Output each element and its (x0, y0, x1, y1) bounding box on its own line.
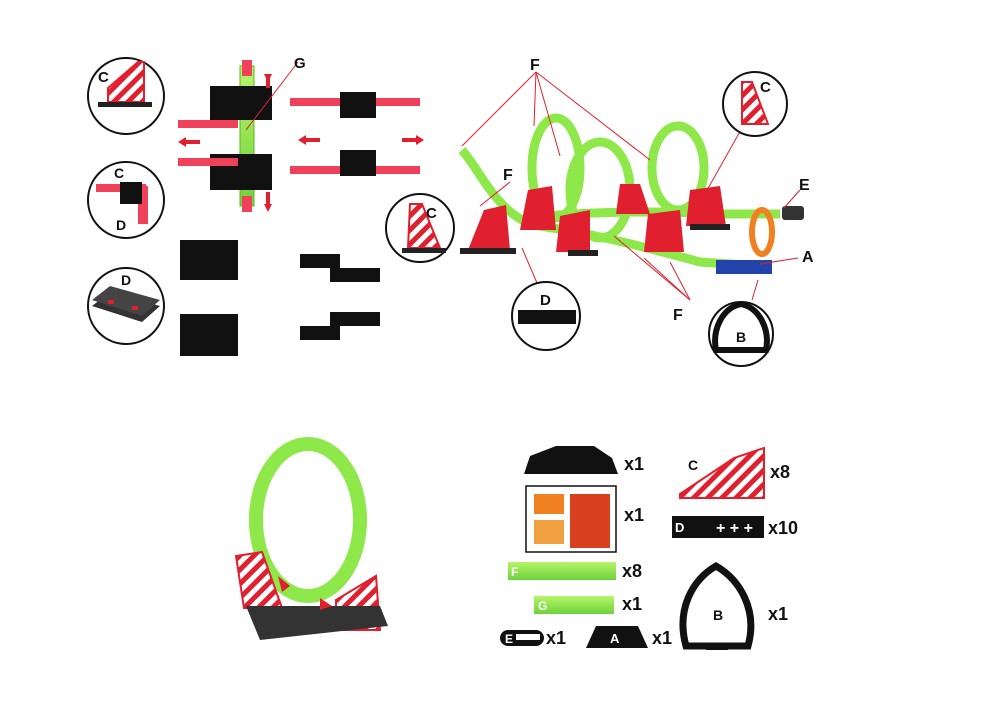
connector-d-icon (672, 516, 764, 538)
support-c-icon (679, 446, 765, 499)
connector-d-qty: x10 (768, 518, 798, 538)
connector-d-letter: D (675, 520, 684, 535)
svg-text:+ + +: + + + (716, 520, 753, 537)
connector-tiles (180, 240, 380, 356)
car-icon (524, 446, 618, 474)
base-a-letter: A (610, 631, 620, 646)
detail-circle-c-right: C (722, 71, 788, 137)
track-f-letter: F (511, 565, 518, 579)
car-qty: x1 (624, 454, 644, 474)
callout-e-label: E (799, 177, 810, 194)
callout-g-label: G (294, 55, 306, 72)
detail-circle-b: B (708, 300, 774, 367)
track-f-icon (508, 562, 616, 580)
sticker-qty: x1 (624, 505, 644, 525)
callout-b-label: B (736, 329, 746, 345)
callout-c-label-4: C (426, 205, 437, 222)
ring-b-letter: B (713, 607, 723, 623)
callout-f-label-bottom: F (673, 307, 683, 324)
detail-circle-c: C (87, 57, 165, 135)
callout-c-label-2: C (114, 165, 124, 181)
base-a-icon (586, 626, 648, 648)
vertical-track-assembly: G (178, 55, 306, 212)
ring-b-icon (679, 561, 755, 650)
launcher-e-qty: x1 (546, 628, 566, 648)
track-g-letter: G (538, 599, 547, 613)
callout-d-label: D (116, 217, 126, 233)
horizontal-connections (290, 92, 424, 176)
detail-circle-cd: C D (87, 161, 165, 239)
callout-c-label-3: C (760, 79, 771, 96)
callout-d-label-2: D (121, 272, 131, 288)
ring-b-qty: x1 (768, 604, 788, 624)
parts-list: x1 x1 F x8 G x1 E x1 A x1 C x8 D + + + x… (500, 446, 798, 650)
callout-f-label-top: F (530, 57, 540, 74)
assembled-track: F F F E A (458, 57, 814, 324)
single-loop-illustration (234, 437, 388, 640)
detail-circle-c-mid: C (385, 193, 455, 263)
callout-f-label-left: F (503, 167, 513, 184)
base-a-qty: x1 (652, 628, 672, 648)
callout-d-label-3: D (540, 292, 551, 309)
support-c-qty: x8 (770, 462, 790, 482)
track-g-icon (534, 596, 614, 614)
track-g-qty: x1 (622, 594, 642, 614)
detail-circle-d: D (87, 267, 165, 345)
callout-c-label: C (98, 69, 109, 86)
launcher-e-letter: E (505, 632, 513, 646)
track-f-qty: x8 (622, 561, 642, 581)
detail-circle-d-right: D (511, 281, 581, 351)
support-c-letter: C (688, 457, 698, 473)
callout-a-label: A (802, 249, 814, 266)
